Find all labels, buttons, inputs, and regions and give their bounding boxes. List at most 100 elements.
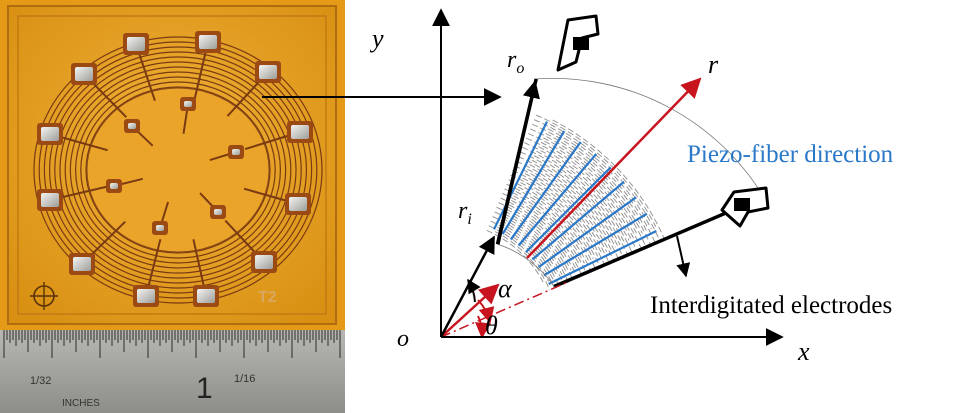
pad-metal — [289, 197, 307, 211]
ring-trace — [54, 56, 302, 284]
piezo-fiber — [492, 121, 548, 230]
terminal-tab-top — [556, 14, 600, 72]
alpha-label: α — [498, 274, 513, 303]
electrode-finger — [508, 179, 594, 259]
theta-label: θ — [485, 311, 498, 340]
electrode-finger — [510, 174, 599, 257]
ring-trace — [33, 36, 323, 304]
pad-metal — [156, 225, 164, 231]
piezo-fiber — [509, 141, 582, 241]
pad-metal — [41, 193, 59, 207]
electrode-finger — [545, 132, 652, 247]
radial-axis-label: r — [708, 50, 719, 79]
electrode-finger — [526, 137, 634, 239]
ring-trace — [43, 46, 313, 294]
sector-area — [497, 78, 764, 287]
ruler-unit: INCHES — [62, 398, 100, 409]
piezo-fiber — [531, 180, 625, 261]
electrode-finger — [524, 173, 611, 265]
ruler-fraction-right: 1/16 — [234, 373, 255, 385]
piezo-fiber — [501, 130, 566, 235]
alpha-arc — [477, 299, 495, 324]
pad-metal — [232, 149, 240, 155]
electrode-finger — [524, 142, 630, 241]
radial-axis-arrow — [526, 77, 702, 259]
alpha-ray — [440, 283, 500, 338]
ring-center — [86, 87, 270, 253]
electrode-finger — [533, 119, 652, 230]
electrode-pads — [37, 31, 313, 307]
electrode-finger — [527, 168, 615, 263]
electrode-finger — [511, 199, 583, 277]
electrode-finger — [552, 119, 666, 242]
ruler-fraction-left: 1/32 — [30, 375, 51, 387]
ring-trace — [38, 41, 318, 299]
sector-inner-arc — [497, 243, 555, 287]
sensor-photo: T2 — [0, 0, 345, 330]
ring-trace — [59, 61, 297, 279]
electrode-label: Interdigitated electrodes — [650, 292, 892, 319]
piezo-fiber — [537, 196, 637, 269]
piezo-fibers — [492, 121, 657, 286]
electrode-finger — [528, 133, 639, 236]
pad-metal — [41, 127, 59, 141]
electrode-finger — [486, 229, 545, 285]
electrode-finger — [502, 193, 581, 266]
origin-label: o — [397, 326, 409, 352]
electrode-finger — [543, 137, 648, 249]
electrode-finger — [540, 141, 643, 251]
ring-trace — [69, 71, 287, 269]
inner-radius-label: ri — [458, 198, 472, 228]
sensor-mark: T2 — [258, 289, 277, 306]
piezo-fiber — [517, 153, 598, 247]
pad-metal — [127, 37, 145, 51]
electrode-finger — [513, 195, 588, 275]
fiber-direction-label: Piezo-fiber direction — [687, 141, 894, 168]
electrode-finger — [500, 197, 576, 269]
electrode-finger — [515, 191, 592, 273]
electrode-finger — [547, 128, 657, 246]
terminal-tab-right — [720, 186, 770, 228]
electrode-finger — [520, 182, 602, 269]
crosshair-icon — [30, 282, 58, 310]
pad-metal — [291, 125, 309, 139]
substrate-inner-border — [17, 15, 327, 315]
pad-metal — [137, 289, 155, 303]
ruler-photo: 1/32 1 1/16 INCHES — [0, 330, 345, 413]
ring-trace — [49, 51, 307, 289]
piezo-fiber — [525, 166, 612, 253]
electrode-finger — [518, 156, 617, 248]
x-axis-label: x — [797, 337, 810, 366]
electrode-pointer-arrow — [676, 235, 691, 278]
ring-trace — [85, 86, 271, 254]
pad-metal — [184, 101, 192, 107]
pad-metal — [259, 65, 277, 79]
electrode-finger — [530, 128, 643, 234]
sector-outer-arc — [536, 77, 764, 198]
ruler-ticks — [3, 330, 341, 358]
electrode-finger — [504, 188, 585, 264]
ring-trace — [64, 66, 292, 274]
pad-metal — [128, 123, 136, 129]
schematic: y x o r ro ri α θ Piezo-fiber direction … — [369, 8, 894, 366]
theta-ray — [440, 281, 569, 338]
electrode-finger — [514, 165, 608, 253]
electrode-finger — [538, 146, 639, 253]
piezo-fiber — [548, 230, 657, 286]
ring-trace — [74, 76, 282, 264]
pad-metal — [255, 255, 273, 269]
electrode-finger — [506, 183, 590, 262]
pad-metal — [73, 257, 91, 271]
ruler-inch-number: 1 — [196, 372, 213, 405]
outer-radius-label: ro — [507, 47, 524, 77]
electrode-finger — [517, 186, 597, 271]
electrode-finger — [532, 123, 648, 232]
electrode-finger — [522, 146, 625, 243]
electrode-finger — [550, 124, 662, 244]
electrode-finger — [522, 177, 606, 267]
ring-trace — [80, 81, 276, 259]
electrode-finger — [536, 150, 634, 255]
electrode-finger — [529, 164, 620, 261]
pad-metal — [110, 183, 118, 189]
